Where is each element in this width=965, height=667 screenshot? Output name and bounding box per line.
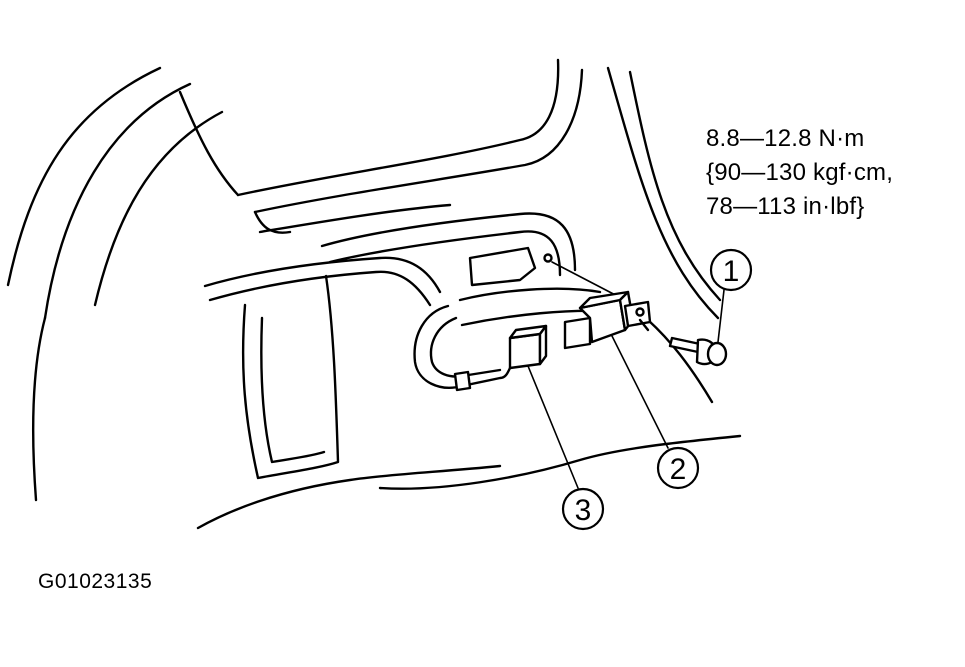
mounting-bracket bbox=[468, 246, 626, 301]
callout-2-number: 2 bbox=[670, 453, 687, 486]
torque-line-nm: 8.8—12.8 N·m bbox=[706, 125, 865, 152]
callout-3-number: 3 bbox=[575, 494, 592, 527]
torque-line-kgfcm: {90—130 kgf·cm, bbox=[706, 159, 894, 186]
vehicle-body-outline bbox=[6, 58, 722, 502]
torque-line-inlbf: 78—113 in·lbf} bbox=[706, 193, 865, 220]
figure-id: G01023135 bbox=[38, 570, 153, 593]
callout-leaders bbox=[527, 289, 725, 489]
bolt-icon bbox=[668, 336, 728, 367]
torque-specification: 8.8—12.8 N·m {90—130 kgf·cm, 78—113 in·l… bbox=[706, 122, 893, 224]
callout-1: 1 bbox=[709, 248, 753, 292]
connector bbox=[508, 324, 548, 370]
wiring-harness bbox=[413, 304, 512, 392]
control-module bbox=[563, 290, 652, 350]
callout-1-number: 1 bbox=[723, 255, 740, 288]
callout-2: 2 bbox=[656, 446, 700, 490]
callout-3: 3 bbox=[561, 487, 605, 531]
